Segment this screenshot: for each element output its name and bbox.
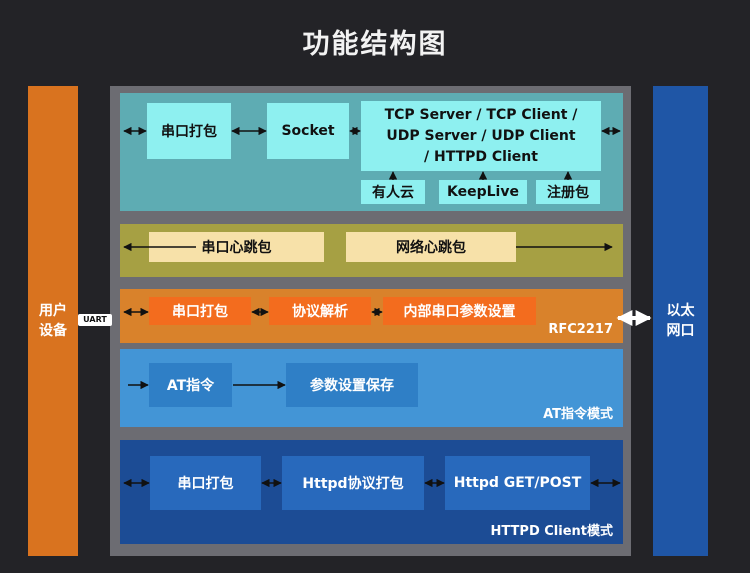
rfc-serial-pack-box: 串口打包 (149, 297, 251, 325)
user-device-label-line2: 设备 (39, 323, 67, 339)
network-heartbeat-box: 网络心跳包 (346, 232, 516, 262)
protocol-line-1: TCP Server / TCP Client / (384, 106, 578, 123)
protocol-parse-box: 协议解析 (269, 297, 371, 325)
serial-pack-box: 串口打包 (147, 103, 231, 159)
ethernet-port-label-line2: 网口 (666, 323, 695, 339)
keeplive-box: KeepLive (439, 180, 527, 204)
httpd-get-post-box: Httpd GET/POST (445, 456, 590, 510)
at-mode-tag: AT指令模式 (543, 407, 613, 422)
user-device-label-line1: 用户 (39, 303, 67, 319)
httpd-client-tag: HTTPD Client模式 (490, 524, 614, 539)
internal-serial-settings-box: 内部串口参数设置 (383, 297, 536, 325)
protocol-line-3: / HTTPD Client (424, 148, 538, 165)
usr-cloud-box: 有人云 (361, 180, 425, 204)
diagram-title: 功能结构图 (302, 29, 448, 60)
register-packet-box: 注册包 (536, 180, 600, 204)
rfc2217-tag: RFC2217 (548, 322, 613, 337)
ethernet-port-panel: 以太 网口 (653, 86, 708, 556)
httpd-protocol-pack-box: Httpd协议打包 (282, 456, 424, 510)
protocol-box: TCP Server / TCP Client / UDP Server / U… (361, 101, 601, 171)
uart-label: UART (78, 314, 112, 326)
param-save-box: 参数设置保存 (286, 363, 418, 407)
at-command-box: AT指令 (149, 363, 232, 407)
ethernet-port-label-line1: 以太 (666, 303, 695, 319)
protocol-line-2: UDP Server / UDP Client (386, 127, 576, 144)
socket-box: Socket (267, 103, 349, 159)
user-device-panel: 用户 设备 (28, 86, 78, 556)
httpd-serial-pack-box: 串口打包 (150, 456, 261, 510)
